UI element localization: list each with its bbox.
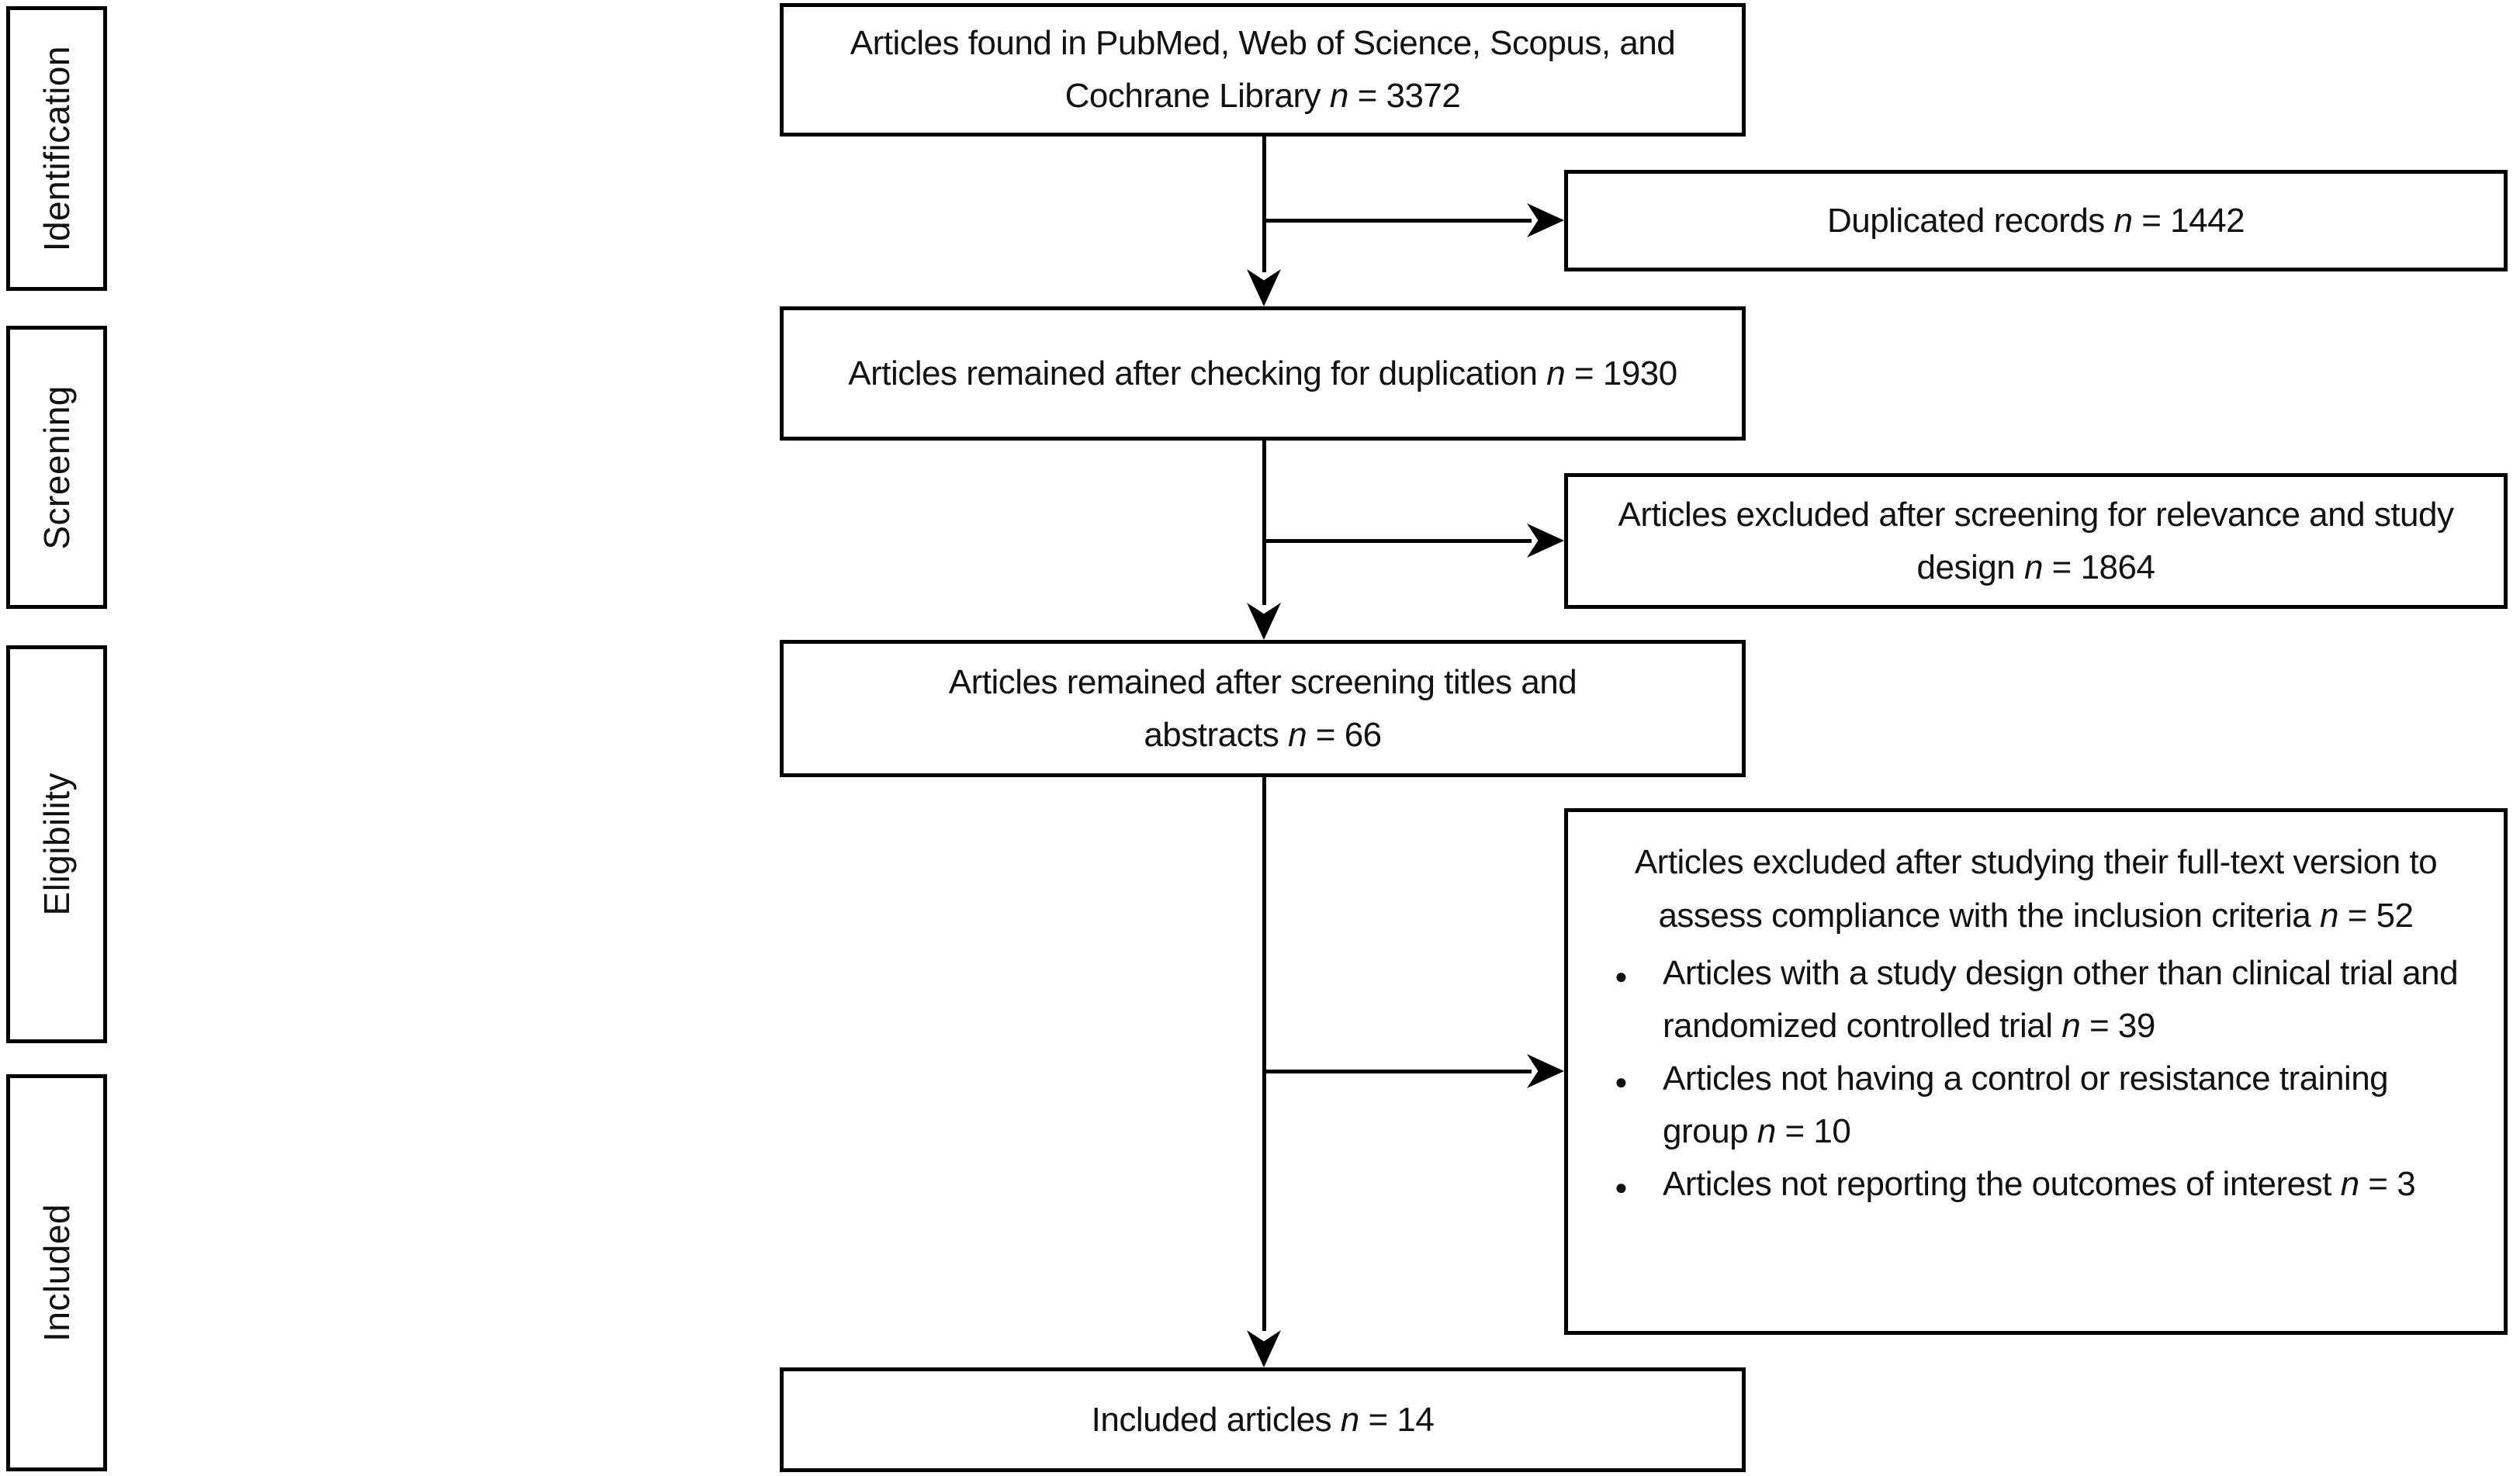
- stage-box-screening: Screening: [6, 326, 107, 609]
- excluded-fulltext-reason-item: Articles not having a control or resista…: [1615, 1053, 2477, 1158]
- box-duplicated-records: Duplicated records n = 1442: [1564, 170, 2508, 271]
- arrowhead-down-icon: [1247, 603, 1281, 640]
- arrowhead-right-icon: [1527, 203, 1564, 237]
- arrowhead-down-icon: [1247, 269, 1281, 306]
- box-excluded-screening-text: Articles excluded after screening for re…: [1618, 495, 2454, 586]
- connector-branch-duplicated: [1264, 219, 1532, 223]
- arrowhead-down-icon: [1247, 1330, 1281, 1367]
- box-articles-found-text: Articles found in PubMed, Web of Science…: [850, 24, 1676, 115]
- arrowhead-right-icon: [1527, 524, 1564, 558]
- box-included-articles-text: Included articles n = 14: [1091, 1400, 1435, 1439]
- box-after-duplication: Articles remained after checking for dup…: [780, 306, 1746, 441]
- stage-box-identification: Identification: [6, 6, 107, 291]
- connector-branch-excluded-fulltext: [1264, 1070, 1532, 1073]
- connector-branch-excluded-screening: [1264, 539, 1532, 543]
- excluded-fulltext-reason-list: Articles with a study design other than …: [1591, 947, 2480, 1214]
- box-excluded-fulltext: Articles excluded after studying their f…: [1564, 808, 2508, 1335]
- stage-label-included: Included: [36, 1204, 77, 1342]
- box-duplicated-records-text: Duplicated records n = 1442: [1826, 201, 2245, 240]
- box-articles-found: Articles found in PubMed, Web of Science…: [780, 3, 1746, 137]
- arrowhead-right-icon: [1527, 1054, 1564, 1088]
- box-excluded-screening: Articles excluded after screening for re…: [1564, 473, 2508, 609]
- stage-label-identification: Identification: [36, 45, 77, 252]
- stage-box-included: Included: [6, 1074, 107, 1471]
- connector-found-to-dedup: [1262, 136, 1266, 272]
- excluded-fulltext-reason-item: Articles with a study design other than …: [1615, 947, 2477, 1053]
- box-after-duplication-text: Articles remained after checking for dup…: [848, 354, 1677, 392]
- excluded-fulltext-reason-item: Articles not reporting the outcomes of i…: [1615, 1158, 2477, 1214]
- box-after-screening: Articles remained after screening titles…: [780, 640, 1746, 777]
- box-after-screening-text: Articles remained after screening titles…: [948, 662, 1577, 754]
- stage-box-eligibility: Eligibility: [6, 645, 107, 1043]
- connector-screened-to-included: [1262, 776, 1266, 1331]
- stage-label-screening: Screening: [36, 385, 77, 550]
- connector-dedup-to-screened: [1262, 441, 1266, 605]
- excluded-fulltext-heading: Articles excluded after studying their f…: [1634, 843, 2438, 935]
- stage-label-eligibility: Eligibility: [36, 773, 77, 916]
- box-included-articles: Included articles n = 14: [780, 1367, 1746, 1472]
